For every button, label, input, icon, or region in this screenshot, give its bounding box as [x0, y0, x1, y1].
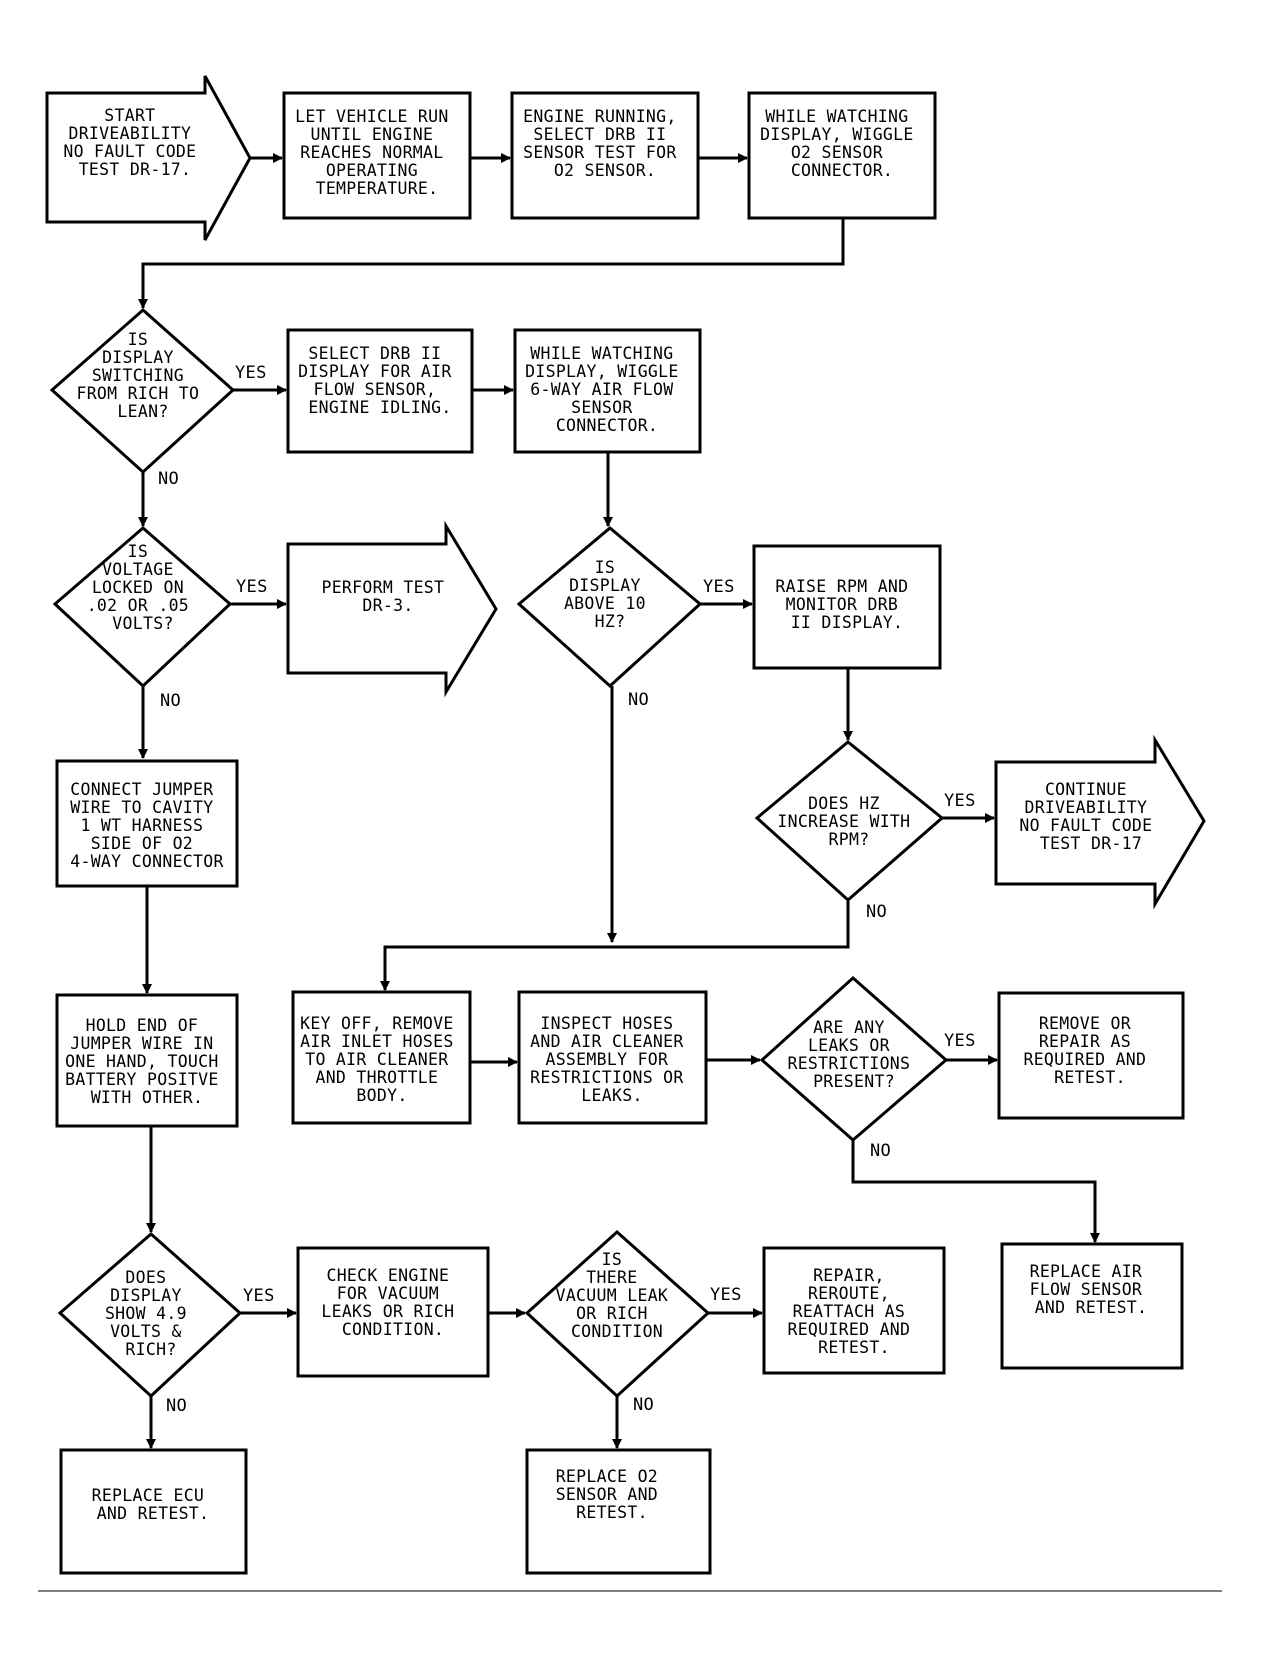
start-terminal — [45, 75, 252, 241]
yes-label: YES — [944, 791, 976, 811]
let-run-text: LET VEHICLE RUN UNTIL ENGINE REACHES NOR… — [295, 107, 459, 198]
yes-label: YES — [703, 577, 735, 597]
start-text: START DRIVEABILITY NO FAULT CODE TEST DR… — [63, 106, 206, 179]
no-label: NO — [628, 690, 649, 710]
q-switching-text: IS DISPLAY SWITCHING FROM RICH TO LEAN? — [76, 330, 209, 421]
inspect-hoses-box — [517, 990, 708, 1125]
q-vacuum-text: IS THERE VACUUM LEAK OR RICH CONDITION — [556, 1250, 679, 1341]
q-above10-diamond — [516, 526, 703, 689]
wiggle-airflow-text: WHILE WATCHING DISPLAY, WIGGLE 6-WAY AIR… — [525, 344, 689, 435]
yes-label: YES — [243, 1286, 275, 1306]
arrow-q-leaks-no — [851, 1140, 1100, 1243]
branch-labels: YES NO YES NO YES NO YES NO YES NO YES N… — [158, 363, 976, 1416]
perform-dr3-text: PERFORM TEST DR-3. — [321, 578, 454, 615]
connectors — [138, 153, 1100, 1449]
no-label: NO — [160, 691, 181, 711]
replace-o2-box — [525, 1448, 712, 1575]
node-texts: START DRIVEABILITY NO FAULT CODE TEST DR… — [63, 106, 1162, 1523]
hold-jumper-box — [55, 993, 239, 1128]
arrow-wiggle-o2-to-q-switching — [138, 219, 845, 309]
repair-reroute-text: REPAIR, REROUTE, REATTACH AS REQUIRED AN… — [787, 1266, 920, 1357]
q-above10-text: IS DISPLAY ABOVE 10 HZ? — [564, 558, 656, 631]
yes-label: YES — [710, 1285, 742, 1305]
q-hz-diamond — [754, 740, 945, 903]
select-o2-text: ENGINE RUNNING, SELECT DRB II SENSOR TES… — [523, 107, 687, 180]
inspect-hoses-text: INSPECT HOSES AND AIR CLEANER ASSEMBLY F… — [530, 1014, 694, 1105]
remove-repair-text: REMOVE OR REPAIR AS REQUIRED AND RETEST. — [1023, 1014, 1156, 1087]
continue-text: CONTINUE DRIVEABILITY NO FAULT CODE TEST… — [1019, 780, 1162, 853]
remove-repair-box — [997, 991, 1185, 1120]
q-switching-diamond — [49, 307, 236, 475]
no-label: NO — [870, 1141, 891, 1161]
raise-rpm-text: RAISE RPM AND MONITOR DRB II DISPLAY. — [775, 577, 918, 632]
shapes — [45, 75, 1206, 1575]
q-vacuum-diamond — [524, 1229, 711, 1399]
select-o2-box — [510, 91, 700, 220]
replace-o2-text: REPLACE O2 SENSOR AND RETEST. — [556, 1467, 669, 1522]
q-hz-text: DOES HZ INCREASE WITH RPM? — [777, 794, 920, 849]
key-off-box — [291, 990, 472, 1125]
yes-label: YES — [944, 1031, 976, 1051]
connect-jumper-text: CONNECT JUMPER WIRE TO CAVITY 1 WT HARNE… — [70, 780, 224, 871]
select-airflow-box — [286, 328, 474, 454]
connect-jumper-box — [55, 759, 239, 888]
replace-ecu-text: REPLACE ECU AND RETEST. — [92, 1486, 215, 1523]
no-label: NO — [866, 902, 887, 922]
check-engine-text: CHECK ENGINE FOR VACUUM LEAKS OR RICH CO… — [321, 1266, 464, 1339]
replace-airflow-box — [1000, 1242, 1184, 1370]
no-label: NO — [166, 1396, 187, 1416]
continue-terminal — [994, 734, 1206, 910]
q-show49-diamond — [57, 1232, 243, 1399]
select-airflow-text: SELECT DRB II DISPLAY FOR AIR FLOW SENSO… — [298, 344, 462, 417]
repair-reroute-box — [762, 1246, 946, 1375]
arrow-q-hz-no — [380, 900, 850, 991]
check-engine-box — [296, 1246, 490, 1378]
no-label: NO — [158, 469, 179, 489]
wiggle-o2-text: WHILE WATCHING DISPLAY, WIGGLE O2 SENSOR… — [760, 107, 924, 180]
q-leaks-text: ARE ANY LEAKS OR RESTRICTIONS PRESENT? — [787, 1018, 920, 1091]
let-run-box — [282, 91, 472, 220]
hold-jumper-text: HOLD END OF JUMPER WIRE IN ONE HAND, TOU… — [65, 1016, 229, 1107]
replace-airflow-text: REPLACE AIR FLOW SENSOR AND RETEST. — [1030, 1262, 1153, 1317]
q-leaks-diamond — [759, 975, 949, 1142]
key-off-text: KEY OFF, REMOVE AIR INLET HOSES TO AIR C… — [300, 1014, 464, 1105]
perform-dr3-terminal — [286, 520, 498, 698]
yes-label: YES — [236, 577, 268, 597]
raise-rpm-box — [752, 544, 942, 670]
wiggle-o2-box — [747, 91, 937, 220]
yes-label: YES — [235, 363, 267, 383]
no-label: NO — [633, 1395, 654, 1415]
replace-ecu-box — [59, 1448, 248, 1575]
q-show49-text: DOES DISPLAY SHOW 4.9 VOLTS & RICH? — [105, 1268, 197, 1359]
q-voltage-diamond — [52, 526, 233, 689]
wiggle-airflow-box — [513, 328, 702, 454]
q-voltage-text: IS VOLTAGE LOCKED ON .02 OR .05 VOLTS? — [87, 542, 200, 633]
